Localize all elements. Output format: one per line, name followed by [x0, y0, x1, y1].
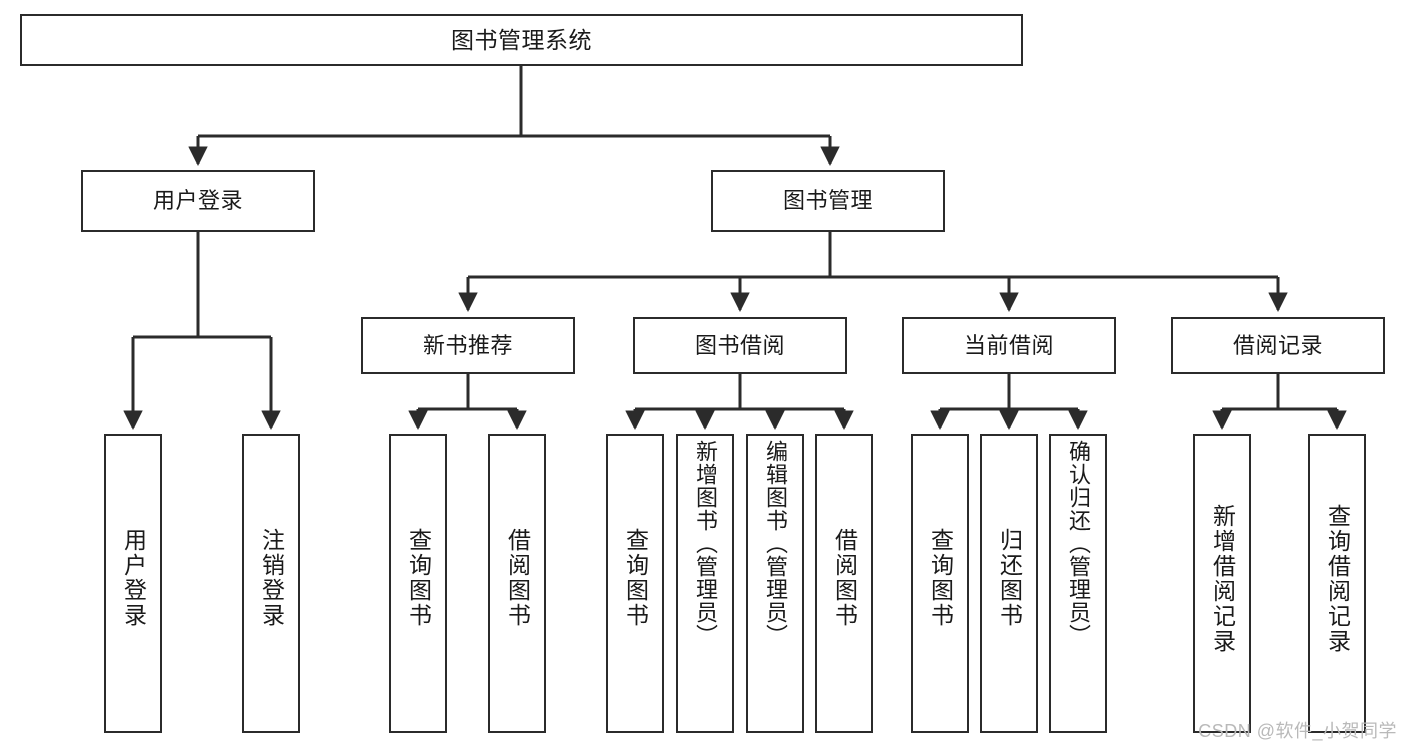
node-label: 新增图书（管理员） [693, 440, 718, 647]
node-label: 归还图书 [996, 528, 1023, 628]
node-label: 确认归还（管理员） [1066, 440, 1091, 647]
node-label: 借阅记录 [1232, 332, 1323, 358]
leaf-borrow-borrow-books[interactable]: 借阅图书 [815, 434, 873, 733]
leaf-current-confirm-return-admin[interactable]: 确认归还（管理员） [1049, 434, 1107, 733]
node-root-system[interactable]: 图书管理系统 [20, 14, 1023, 66]
node-user-login[interactable]: 用户登录 [81, 170, 315, 232]
leaf-current-query-books[interactable]: 查询图书 [911, 434, 969, 733]
node-label: 借阅图书 [831, 528, 858, 628]
node-label: 新书推荐 [422, 332, 513, 358]
node-label: 查询图书 [927, 528, 954, 628]
node-label: 查询借阅记录 [1324, 504, 1351, 654]
node-book-management[interactable]: 图书管理 [711, 170, 945, 232]
leaf-borrow-edit-book-admin[interactable]: 编辑图书（管理员） [746, 434, 804, 733]
node-label: 查询图书 [405, 528, 432, 628]
node-label: 图书借阅 [694, 332, 785, 358]
leaf-record-query-borrow-record[interactable]: 查询借阅记录 [1308, 434, 1366, 733]
leaf-current-return-books[interactable]: 归还图书 [980, 434, 1038, 733]
node-new-book-recommend[interactable]: 新书推荐 [361, 317, 575, 374]
node-label: 用户登录 [120, 528, 147, 628]
node-label: 图书管理系统 [451, 26, 592, 53]
leaf-borrow-add-book-admin[interactable]: 新增图书（管理员） [676, 434, 734, 733]
node-label: 借阅图书 [504, 528, 531, 628]
node-label: 新增借阅记录 [1209, 504, 1236, 654]
node-book-borrow[interactable]: 图书借阅 [633, 317, 847, 374]
node-label: 编辑图书（管理员） [763, 440, 788, 647]
node-label: 注销登录 [258, 528, 285, 628]
node-label: 用户登录 [152, 188, 243, 214]
watermark-text: CSDN @软件_小贺同学 [1198, 721, 1397, 741]
leaf-record-add-borrow-record[interactable]: 新增借阅记录 [1193, 434, 1251, 733]
leaf-newbook-borrow-books[interactable]: 借阅图书 [488, 434, 546, 733]
leaf-newbook-query-books[interactable]: 查询图书 [389, 434, 447, 733]
node-label: 当前借阅 [963, 332, 1054, 358]
leaf-user-login[interactable]: 用户登录 [104, 434, 162, 733]
node-current-borrow[interactable]: 当前借阅 [902, 317, 1116, 374]
leaf-user-logout[interactable]: 注销登录 [242, 434, 300, 733]
node-label: 查询图书 [622, 528, 649, 628]
node-label: 图书管理 [782, 188, 873, 214]
node-borrow-record[interactable]: 借阅记录 [1171, 317, 1385, 374]
leaf-borrow-query-books[interactable]: 查询图书 [606, 434, 664, 733]
